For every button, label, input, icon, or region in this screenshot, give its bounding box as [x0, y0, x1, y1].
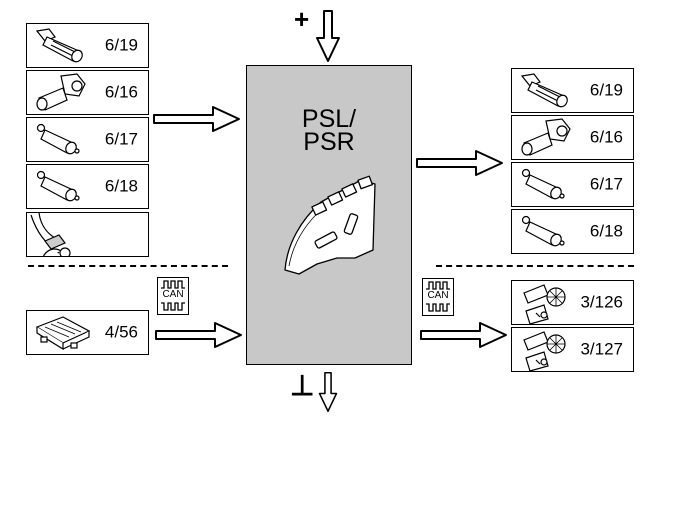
component-label: 6/19	[104, 35, 138, 55]
component-label: 6/18	[589, 221, 623, 241]
square-wave-top-icon	[426, 281, 450, 290]
input-component-6-18: 6/18	[26, 164, 149, 209]
output-arrow	[416, 150, 504, 176]
component-label: 6/16	[589, 127, 623, 147]
psl-psr-module: PSL/ PSR	[246, 65, 412, 365]
control-unit-icon	[33, 315, 93, 351]
input-component-6-19: 6/19	[26, 23, 149, 68]
ground-out-arrow	[316, 372, 340, 412]
component-label: 6/18	[104, 176, 138, 196]
input-component-seat-switch	[26, 212, 149, 257]
component-label: 6/17	[104, 129, 138, 149]
module-title-line1: PSL/	[301, 105, 357, 133]
output-component-6-18: 6/18	[511, 209, 634, 254]
seat-motor-icon	[518, 72, 578, 108]
left-divider	[28, 265, 228, 267]
right-divider	[436, 265, 634, 267]
component-label: 3/127	[580, 339, 623, 359]
cylinder-motor-icon	[518, 213, 578, 249]
input-component-4-56: 4/56	[26, 310, 149, 355]
module-title: PSL/ PSR	[247, 105, 411, 156]
seat-control-module-icon	[284, 175, 376, 275]
seat-motor-gearbox-icon	[518, 117, 578, 157]
square-wave-bottom-icon	[161, 302, 185, 311]
module-title-line2: PSR	[303, 128, 355, 156]
input-arrow	[153, 106, 241, 132]
seat-switch-icon	[29, 213, 89, 257]
positive-supply-symbol: +	[294, 4, 310, 34]
lumbar-pump-icon	[518, 328, 578, 372]
lumbar-pump-icon	[518, 281, 578, 325]
cylinder-motor-icon	[33, 168, 93, 204]
component-label: 6/16	[104, 82, 138, 102]
component-label: 6/19	[589, 80, 623, 100]
component-label: 3/126	[580, 292, 623, 312]
component-label: 6/17	[589, 174, 623, 194]
output-component-3-127: 3/127	[511, 327, 634, 372]
cylinder-motor-icon	[518, 166, 578, 202]
output-component-6-16: 6/16	[511, 115, 634, 160]
square-wave-top-icon	[161, 280, 185, 289]
power-in-arrow	[316, 10, 340, 62]
output-component-3-126: 3/126	[511, 280, 634, 325]
input-component-6-16: 6/16	[26, 70, 149, 115]
can-label: CAN	[162, 289, 184, 300]
can-output-arrow	[420, 318, 508, 352]
seat-motor-icon	[33, 27, 93, 63]
can-input-arrow	[155, 318, 243, 352]
ground-symbol: ⊥	[290, 370, 315, 401]
output-component-6-19: 6/19	[511, 68, 634, 113]
cylinder-motor-icon	[33, 121, 93, 157]
square-wave-bottom-icon	[426, 303, 450, 312]
seat-motor-gearbox-icon	[33, 72, 93, 112]
can-bus-icon: CAN	[157, 277, 189, 315]
can-bus-icon: CAN	[422, 278, 454, 316]
input-component-6-17: 6/17	[26, 117, 149, 162]
component-label: 4/56	[104, 322, 138, 342]
output-component-6-17: 6/17	[511, 162, 634, 207]
can-label: CAN	[427, 290, 449, 301]
